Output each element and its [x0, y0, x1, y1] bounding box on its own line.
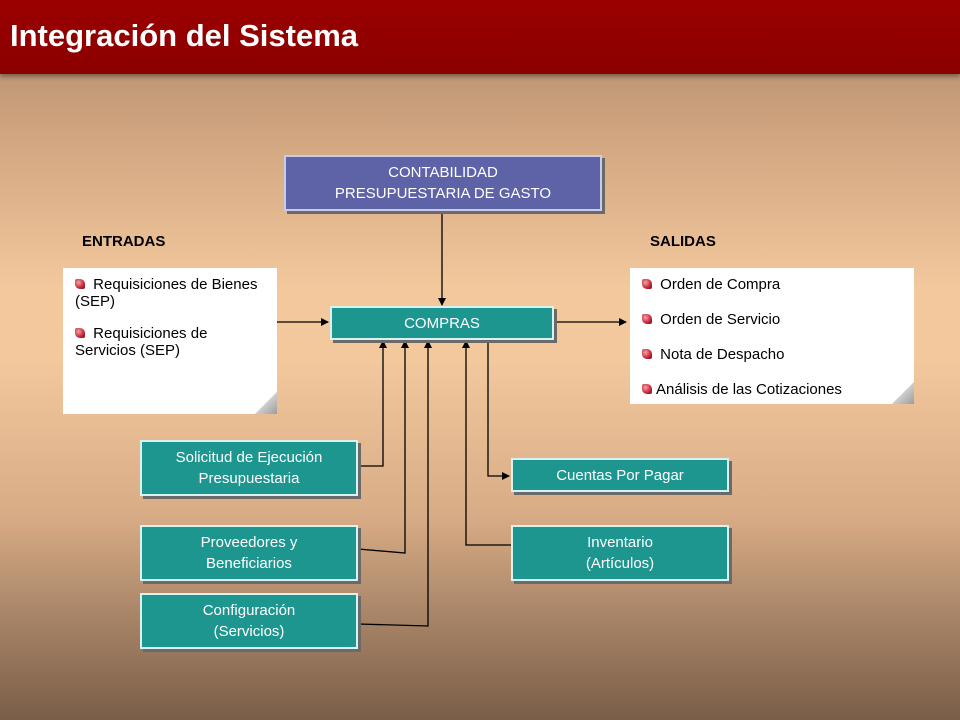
title-bar: Integración del Sistema	[0, 0, 960, 74]
link-proveedores-compras	[357, 340, 409, 554]
node-configuracion[interactable]: Configuración (Servicios)	[140, 593, 358, 649]
node-proveedores-line1: Proveedores y	[200, 534, 298, 551]
bullet-icon	[642, 314, 652, 324]
link-configuracion-compras	[357, 340, 432, 627]
node-proveedores-line2: Beneficiarios	[206, 555, 292, 572]
node-inventario[interactable]: Inventario (Artículos)	[511, 525, 729, 581]
entrada-item: Requisiciones de Bienes (SEP)	[75, 276, 269, 310]
node-contabilidad-line1: CONTABILIDAD	[388, 164, 498, 181]
salida-item: Análisis de las Cotizaciones	[642, 381, 906, 398]
heading-salidas: SALIDAS	[650, 233, 716, 250]
node-configuracion-line1: Configuración	[202, 602, 296, 619]
node-cuentas-por-pagar[interactable]: Cuentas Por Pagar	[511, 458, 729, 492]
salida-item: Nota de Despacho	[642, 346, 906, 381]
entradas-note: Requisiciones de Bienes (SEP) Requisicio…	[63, 268, 277, 414]
node-inventario-line2: (Artículos)	[585, 555, 655, 572]
link-inventario-compras	[462, 340, 518, 549]
bullet-icon	[642, 279, 652, 289]
node-solicitud-line1: Solicitud de Ejecución	[175, 449, 323, 466]
node-contabilidad-line2: PRESUPUESTARIA DE GASTO	[334, 185, 552, 202]
page-title: Integración del Sistema	[10, 18, 358, 53]
node-solicitud-line2: Presupuestaria	[198, 470, 300, 487]
node-inventario-line1: Inventario	[587, 534, 653, 551]
entrada-label: Requisiciones de Servicios (SEP)	[75, 325, 208, 359]
bullet-icon	[75, 328, 85, 338]
node-compras[interactable]: COMPRAS	[330, 306, 554, 340]
salida-item: Orden de Servicio	[642, 311, 906, 346]
entrada-label: Requisiciones de Bienes (SEP)	[75, 276, 258, 310]
salida-label: Orden de Compra	[660, 276, 781, 293]
entrada-item: Requisiciones de Servicios (SEP)	[75, 325, 269, 359]
node-contabilidad[interactable]: CONTABILIDAD PRESUPUESTARIA DE GASTO	[284, 155, 602, 211]
link-compras-cuentas	[487, 341, 510, 480]
salidas-note: Orden de Compra Orden de Servicio Nota d…	[630, 268, 914, 404]
salida-item: Orden de Compra	[642, 276, 906, 311]
heading-entradas: ENTRADAS	[82, 233, 166, 250]
bullet-icon	[75, 279, 85, 289]
salida-label: Análisis de las Cotizaciones	[656, 381, 842, 398]
salida-label: Nota de Despacho	[660, 346, 785, 363]
node-proveedores[interactable]: Proveedores y Beneficiarios	[140, 525, 358, 581]
bullet-icon	[642, 349, 652, 359]
bullet-icon	[642, 384, 652, 394]
link-solicitud-compras	[358, 340, 387, 467]
node-configuracion-line2: (Servicios)	[213, 623, 285, 640]
salida-label: Orden de Servicio	[660, 311, 781, 328]
node-solicitud[interactable]: Solicitud de Ejecución Presupuestaria	[140, 440, 358, 496]
